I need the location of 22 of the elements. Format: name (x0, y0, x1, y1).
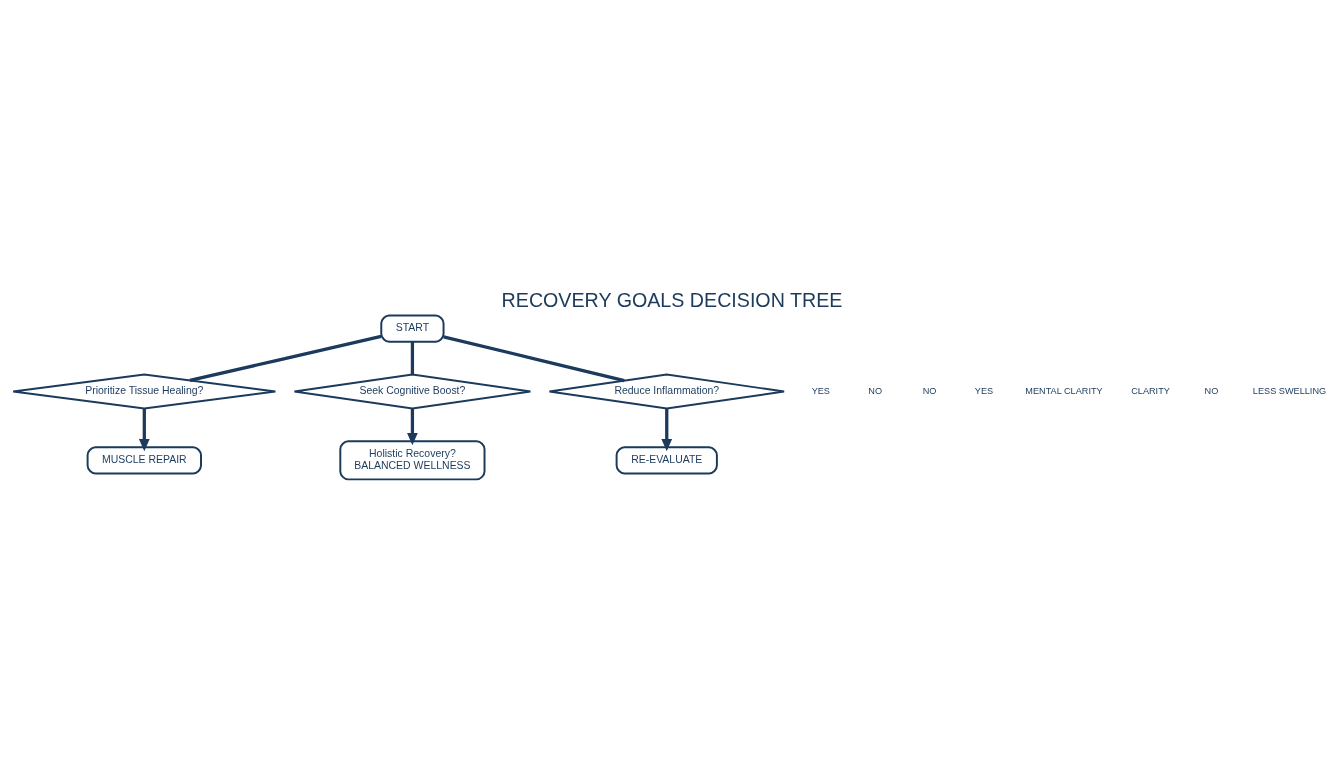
label: MENTAL CLARITY (1025, 385, 1103, 396)
label: NO (1204, 385, 1219, 396)
node-diamond: Reduce Inflammation? (548, 373, 786, 410)
arrow (407, 408, 418, 446)
node-diamond: Prioritize Tissue Healing? (12, 373, 277, 410)
label: LESS SWELLING (1252, 385, 1327, 396)
node-diamond: Seek Cognitive Boost? (293, 373, 532, 410)
node-box: Holistic Recovery? BALANCED WELLNESS (339, 440, 486, 481)
arrow (661, 408, 673, 452)
diagram-title: RECOVERY GOALS DECISION TREE (501, 288, 843, 311)
label: YES (811, 385, 830, 396)
arrow (138, 408, 150, 452)
node-box: START (380, 314, 445, 343)
label: CLARITY (1131, 385, 1170, 396)
connector (443, 335, 625, 383)
label: NO (922, 385, 937, 396)
connector (189, 334, 382, 382)
node-box: RE-EVALUATE (615, 446, 718, 475)
node-box: MUSCLE REPAIR (86, 446, 202, 475)
label: NO (868, 385, 883, 396)
connector (410, 341, 415, 375)
label: YES (974, 385, 994, 396)
